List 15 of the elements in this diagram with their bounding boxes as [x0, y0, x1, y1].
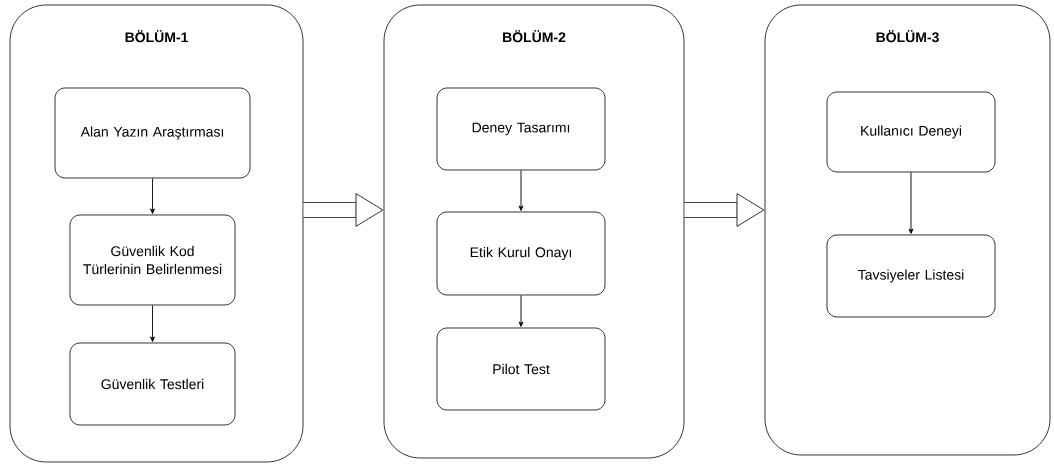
arrow [150, 304, 155, 342]
arrow [150, 177, 155, 214]
process-box: Alan Yazın Araştırması [54, 87, 251, 179]
block-arrow [303, 193, 384, 227]
process-box: Güvenlik Testleri [69, 342, 236, 426]
process-box: Pilot Test [436, 327, 606, 411]
process-box: Kullanıcı Deneyi [826, 91, 996, 173]
process-box: Güvenlik Kod Türlerinin Belirlenmesi [69, 214, 236, 306]
arrow [908, 171, 914, 234]
process-box: Tavsiyeler Listesi [826, 234, 996, 318]
arrow [518, 294, 524, 327]
arrow [518, 169, 524, 211]
process-box: Deney Tasarımı [436, 87, 606, 171]
process-box: Etik Kurul Onayı [436, 211, 606, 296]
block-arrow [684, 193, 765, 227]
